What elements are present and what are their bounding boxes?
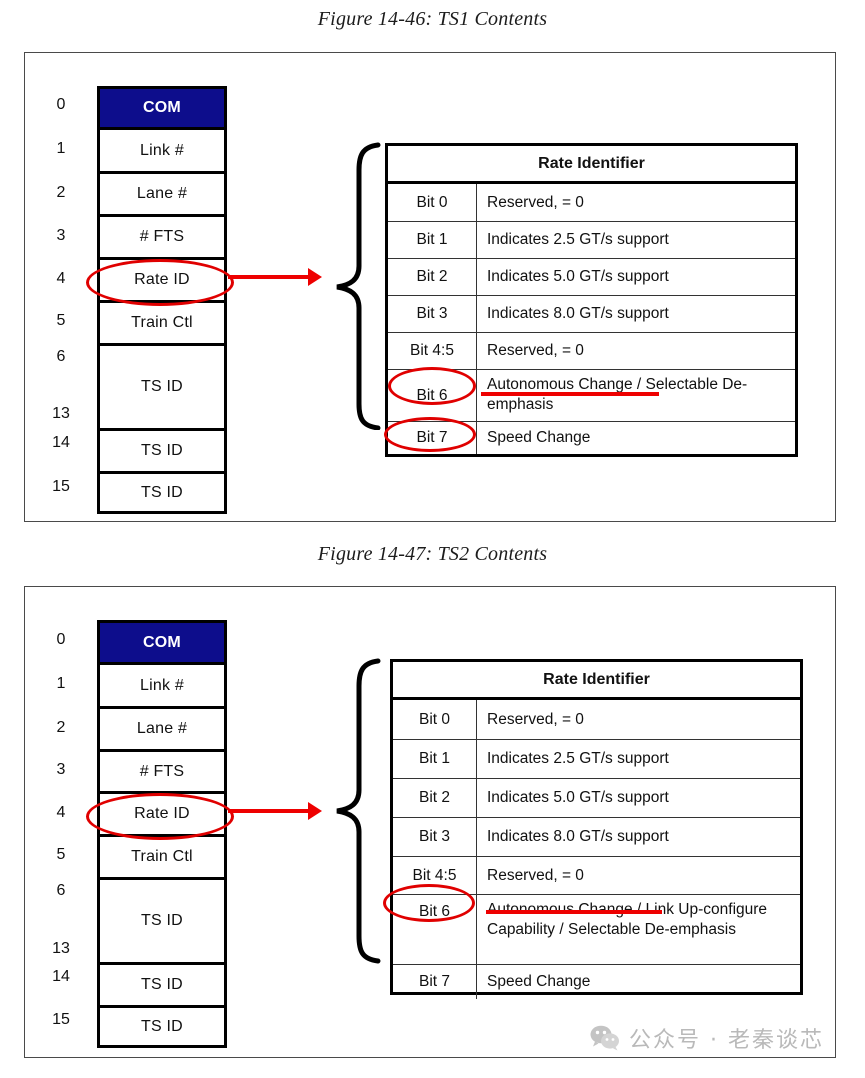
rate-identifier-table-2: Rate Identifier Bit 0 Reserved, = 0 Bit …: [390, 659, 803, 999]
bit-cell: Bit 3: [388, 296, 477, 332]
bit-cell: Bit 6: [393, 895, 477, 964]
os-row-com: COM: [97, 620, 227, 662]
brace-1: [336, 142, 381, 430]
desc-cell: Speed Change: [487, 429, 591, 447]
os-index-6: 6: [56, 348, 66, 365]
annotation-underline-autonomous-change-1: [481, 392, 659, 396]
os-row-train-ctl: Train Ctl: [97, 300, 227, 343]
os-row-ts-id-15: TS ID: [97, 1005, 227, 1048]
table-row: Bit 0 Reserved, = 0: [393, 700, 800, 740]
os-index-14: 14: [52, 968, 70, 985]
watermark-text: 公众号 · 老秦谈芯: [629, 1028, 824, 1053]
os-row-ts-id-14: TS ID: [97, 962, 227, 1005]
os-row-ts-id-6-13: TS ID: [97, 343, 227, 428]
os-row-com: COM: [97, 86, 227, 127]
figure-caption-2: Figure 14-47: TS2 Contents: [317, 543, 548, 565]
bit-cell: Bit 2: [388, 259, 477, 295]
table-row: Bit 7 Speed Change: [388, 422, 795, 454]
bit-cell: Bit 7: [388, 422, 477, 454]
bit-cell: Bit 7: [393, 965, 477, 999]
rate-identifier-title-2: Rate Identifier: [393, 662, 800, 700]
os-row-ts-id-14: TS ID: [97, 428, 227, 471]
rate-identifier-table-1: Rate Identifier Bit 0 Reserved, = 0 Bit …: [385, 143, 798, 457]
annotation-underline-autonomous-change-2: [486, 910, 662, 914]
desc-cell: Reserved, = 0: [487, 866, 584, 884]
os-index-0: 0: [56, 96, 66, 113]
os-row-link-num: Link #: [97, 662, 227, 706]
os-row-train-ctl: Train Ctl: [97, 834, 227, 877]
figure-caption-1: Figure 14-46: TS1 Contents: [317, 8, 548, 30]
os-index-15: 15: [52, 1011, 70, 1028]
desc-cell: Indicates 5.0 GT/s support: [487, 268, 669, 286]
annotation-arrow-line-2: [228, 809, 310, 813]
bit-cell: Bit 1: [388, 222, 477, 258]
table-row: Bit 2 Indicates 5.0 GT/s support: [388, 259, 795, 296]
brace-2: [336, 658, 381, 964]
os-index-0: 0: [56, 631, 66, 648]
rate-identifier-title-1: Rate Identifier: [388, 146, 795, 184]
os-index-4: 4: [56, 804, 66, 821]
desc-cell: Speed Change: [487, 973, 591, 991]
desc-cell: Autonomous Change / Link Up-configure Ca…: [487, 901, 768, 938]
table-row: Bit 4:5 Reserved, = 0: [388, 333, 795, 370]
table-row: Bit 7 Speed Change: [393, 965, 800, 999]
desc-cell: Indicates 5.0 GT/s support: [487, 789, 669, 807]
os-row-link-num: Link #: [97, 127, 227, 171]
os-index-14: 14: [52, 434, 70, 451]
os-index-2: 2: [56, 184, 66, 201]
watermark: 公众号 · 老秦谈芯: [590, 1022, 824, 1054]
os-index-3: 3: [56, 761, 66, 778]
table-row: Bit 1 Indicates 2.5 GT/s support: [388, 222, 795, 259]
desc-cell: Autonomous Change / Selectable De-emphas…: [487, 376, 748, 413]
bit-cell: Bit 0: [393, 700, 477, 739]
table-row: Bit 6 Autonomous Change / Selectable De-…: [388, 370, 795, 422]
os-index-13: 13: [52, 940, 70, 957]
os-index-15: 15: [52, 478, 70, 495]
os-index-2: 2: [56, 719, 66, 736]
annotation-arrow-line-1: [228, 275, 310, 279]
bit-cell: Bit 3: [393, 818, 477, 856]
ts1-ordered-set-stack: COM Link # Lane # # FTS Rate ID Train Ct…: [97, 86, 227, 514]
table-row: Bit 3 Indicates 8.0 GT/s support: [393, 818, 800, 857]
desc-cell: Indicates 8.0 GT/s support: [487, 828, 669, 846]
annotation-arrow-head-2: [308, 802, 322, 820]
desc-cell: Reserved, = 0: [487, 710, 584, 728]
os-row-lane-num: Lane #: [97, 171, 227, 214]
os-row-rate-id: Rate ID: [97, 257, 227, 300]
os-index-1: 1: [56, 140, 66, 157]
bit-cell: Bit 2: [393, 779, 477, 817]
ts2-ordered-set-stack: COM Link # Lane # # FTS Rate ID Train Ct…: [97, 620, 227, 1048]
bit-cell: Bit 1: [393, 740, 477, 778]
os-index-6: 6: [56, 882, 66, 899]
os-index-13: 13: [52, 405, 70, 422]
os-row-fts: # FTS: [97, 749, 227, 791]
bit-cell: Bit 6: [388, 370, 477, 421]
table-row: Bit 6 Autonomous Change / Link Up-config…: [393, 895, 800, 965]
os-row-rate-id: Rate ID: [97, 791, 227, 834]
os-row-lane-num: Lane #: [97, 706, 227, 749]
os-index-1: 1: [56, 675, 66, 692]
bit-cell: Bit 0: [388, 184, 477, 221]
table-row: Bit 1 Indicates 2.5 GT/s support: [393, 740, 800, 779]
desc-cell: Indicates 2.5 GT/s support: [487, 231, 669, 249]
desc-cell: Indicates 8.0 GT/s support: [487, 305, 669, 323]
os-index-5: 5: [56, 846, 66, 863]
desc-cell: Reserved, = 0: [487, 193, 584, 211]
bit-cell: Bit 4:5: [393, 857, 477, 894]
desc-cell: Reserved, = 0: [487, 342, 584, 360]
table-row: Bit 0 Reserved, = 0: [388, 184, 795, 222]
os-row-ts-id-6-13: TS ID: [97, 877, 227, 962]
os-row-fts: # FTS: [97, 214, 227, 257]
desc-cell: Indicates 2.5 GT/s support: [487, 750, 669, 768]
annotation-arrow-head-1: [308, 268, 322, 286]
os-index-4: 4: [56, 270, 66, 287]
wechat-icon: [590, 1025, 619, 1051]
os-row-ts-id-15: TS ID: [97, 471, 227, 514]
os-index-5: 5: [56, 312, 66, 329]
table-row: Bit 2 Indicates 5.0 GT/s support: [393, 779, 800, 818]
table-row: Bit 4:5 Reserved, = 0: [393, 857, 800, 895]
bit-cell: Bit 4:5: [388, 333, 477, 369]
os-index-3: 3: [56, 227, 66, 244]
table-row: Bit 3 Indicates 8.0 GT/s support: [388, 296, 795, 333]
